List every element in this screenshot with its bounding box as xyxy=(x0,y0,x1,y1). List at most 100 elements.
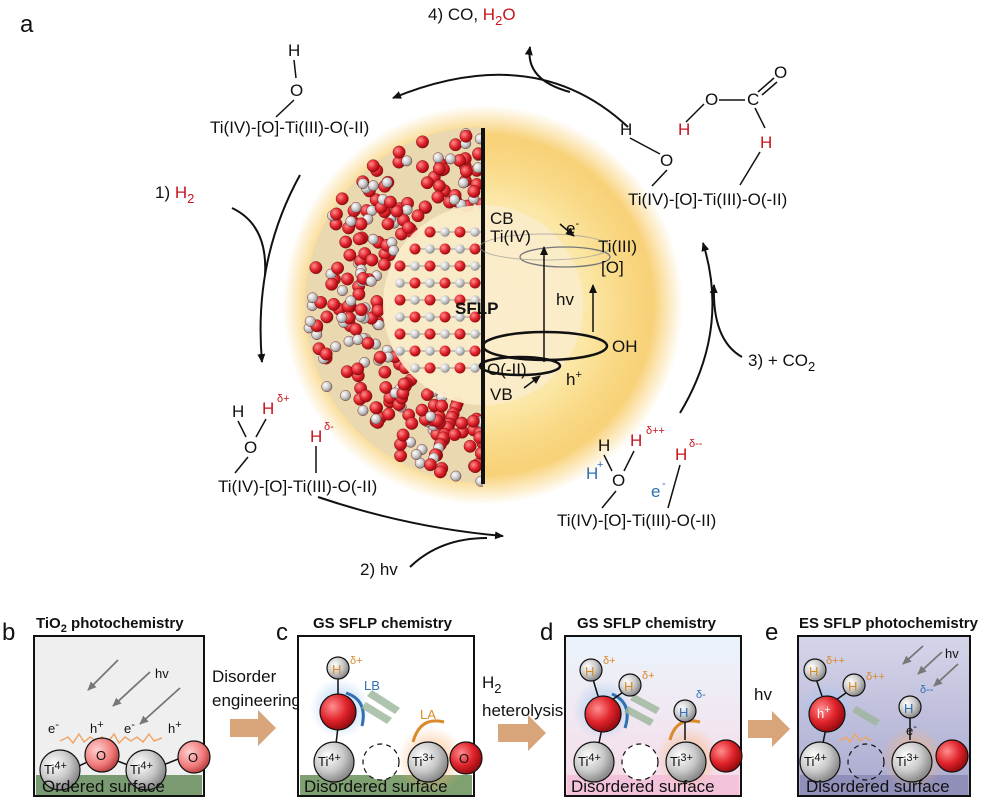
oxygen-atom xyxy=(432,162,446,176)
step4-label: 4) CO, H2O xyxy=(428,5,516,28)
formula-top-left: Ti(IV)-[O]-Ti(III)-O(-II) xyxy=(210,118,369,137)
hole-arrow xyxy=(523,375,541,389)
panel-d-label: d xyxy=(540,619,553,646)
oxygen-atom xyxy=(320,310,334,324)
titanium-atom xyxy=(455,278,465,288)
oxygen-atom xyxy=(369,401,383,415)
svg-text:H: H xyxy=(232,402,244,421)
svg-text:O: O xyxy=(96,748,106,763)
panel-d-title: GS SFLP chemistry xyxy=(577,615,717,632)
oxygen-atom xyxy=(424,260,436,272)
titanium-atom xyxy=(345,215,357,227)
panel-e-surface: Disordered surface xyxy=(806,777,950,796)
oxygen-atom xyxy=(319,347,333,361)
oxygen-atom xyxy=(469,345,481,357)
titanium-atom xyxy=(470,295,480,305)
svg-text:H: H xyxy=(809,664,818,679)
titanium-atom xyxy=(357,178,369,190)
titanium-atom xyxy=(457,177,469,189)
step4-branch xyxy=(524,46,571,93)
oxygen-atom xyxy=(394,449,407,463)
oxygen-atom xyxy=(416,160,429,174)
arrow-de-label: hv xyxy=(754,685,772,704)
titanium-atom xyxy=(367,233,379,245)
svg-text:e-: e- xyxy=(124,719,135,736)
svg-text:-: - xyxy=(662,478,666,490)
svg-text:H: H xyxy=(624,679,633,694)
step2-branch xyxy=(409,537,488,568)
vb-label: VB xyxy=(490,385,513,404)
oxygen-atom xyxy=(327,297,341,311)
svg-text:H: H xyxy=(586,464,598,483)
titanium-atom xyxy=(440,261,450,271)
titanium-atom xyxy=(381,176,393,188)
o-bracket-label: [O] xyxy=(601,258,624,277)
oxygen-atom xyxy=(466,414,480,428)
svg-text:Ti4+: Ti4+ xyxy=(318,752,341,769)
titanium-atom xyxy=(401,155,413,167)
arrow-cd-line1: H2 xyxy=(482,673,502,696)
titanium-atom xyxy=(330,341,342,353)
arrow-bc-line1: Disorder xyxy=(212,667,277,686)
oxygen-atom xyxy=(402,221,415,235)
oxygen-atom xyxy=(433,465,447,479)
oxygen-atom xyxy=(455,416,469,430)
titanium-atom xyxy=(321,381,333,392)
titanium-atom xyxy=(425,346,435,356)
titanium-atom xyxy=(425,278,435,288)
svg-text:δ+: δ+ xyxy=(350,655,363,667)
titanium-atom xyxy=(472,162,483,174)
panel-c-label: c xyxy=(276,619,288,646)
titanium-atom xyxy=(425,410,436,422)
svg-text:Ti3+: Ti3+ xyxy=(412,752,435,769)
oxygen-atom xyxy=(454,260,466,272)
svg-text:h+: h+ xyxy=(817,704,831,721)
oxygen-atom xyxy=(366,159,380,173)
step3-arrow xyxy=(679,242,714,414)
oxygen-atom xyxy=(439,311,451,323)
oxygen-atom xyxy=(409,311,421,323)
step1-label: 1) H2 xyxy=(155,183,194,206)
titanium-atom xyxy=(410,295,420,305)
titanium-atom xyxy=(340,390,351,401)
oxygen-atom xyxy=(409,243,421,255)
oxygen-atom xyxy=(416,135,429,149)
oxygen-atom xyxy=(335,192,349,206)
formula-top-right: Ti(IV)-[O]-Ti(III)-O(-II) xyxy=(628,190,787,209)
oxygen-atom xyxy=(381,217,395,231)
oxygen-atom xyxy=(467,185,481,198)
titanium-atom xyxy=(470,329,480,339)
svg-text:O: O xyxy=(290,81,303,100)
oxygen-atom xyxy=(439,345,451,357)
svg-text:Ti4+: Ti4+ xyxy=(130,760,153,777)
species-bottom-right: H H δ++ H + O H δ-- e - Ti(IV)-[O]-Ti(II… xyxy=(557,425,716,530)
oxygen-atom xyxy=(454,226,466,238)
titanium-atom xyxy=(410,449,422,460)
oxygen-atom xyxy=(339,235,353,249)
svg-text:H: H xyxy=(679,705,688,720)
electron-arrow xyxy=(559,223,575,237)
svg-text:hv: hv xyxy=(155,666,169,681)
svg-text:H: H xyxy=(310,427,322,446)
oxygen-atom xyxy=(349,322,363,336)
oxygen-atom xyxy=(394,328,406,340)
ti-iii-label: Ti(III) xyxy=(598,237,637,256)
oxygen-atom xyxy=(343,248,357,262)
step4-arrow xyxy=(392,73,629,128)
oxygen-atom xyxy=(409,345,421,357)
oxygen-atom xyxy=(424,362,436,374)
arrow-cd xyxy=(498,715,546,751)
svg-text:δ++: δ++ xyxy=(866,671,885,683)
svg-text:hv: hv xyxy=(945,646,959,661)
oxygen-atom xyxy=(439,243,451,255)
oxygen-atom xyxy=(390,204,404,218)
oxygen-atom xyxy=(448,428,461,441)
oxygen-atom xyxy=(420,176,434,190)
oxygen-atom xyxy=(365,253,379,267)
svg-text:O: O xyxy=(188,750,198,765)
svg-text:δ++: δ++ xyxy=(826,655,845,667)
species-bottom-left: H H δ+ O H δ- Ti(IV)-[O]-Ti(III)-O(-II) xyxy=(218,393,377,496)
panel-c-title: GS SFLP chemistry xyxy=(313,615,453,632)
arrow-bc xyxy=(230,710,276,746)
